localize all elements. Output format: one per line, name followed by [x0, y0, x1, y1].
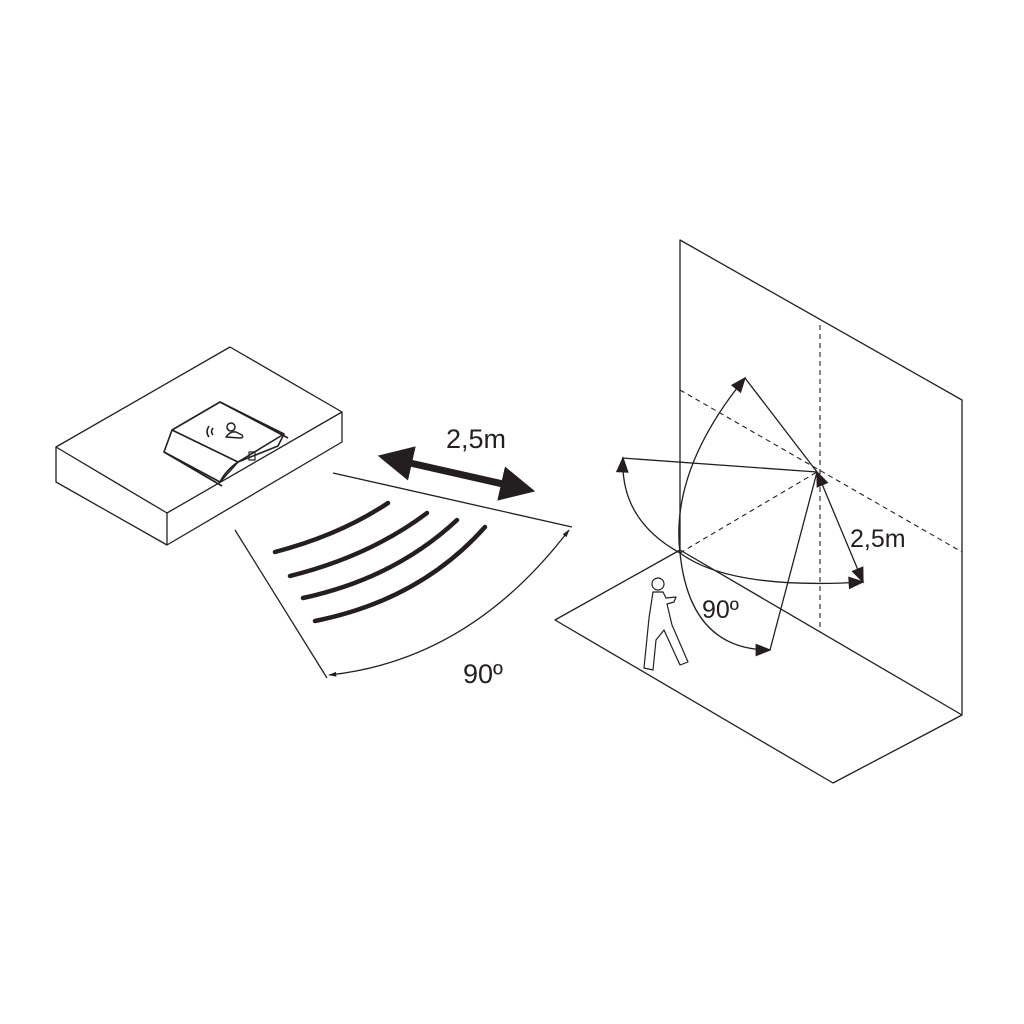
range-arrow-right [816, 470, 864, 584]
projection-guides [679, 325, 963, 630]
angle-arc-left [328, 529, 570, 677]
distance-double-arrow [377, 446, 536, 501]
arc-up [678, 376, 747, 554]
arc-left [615, 456, 681, 554]
arc-down [679, 552, 772, 657]
walking-person-icon [643, 577, 689, 671]
cabinet-box [55, 346, 343, 546]
left-distance-label: 2,5m [446, 424, 506, 454]
motion-sensor-device [163, 401, 289, 487]
left-detection-field [234, 472, 573, 679]
room-wall-floor [554, 239, 963, 784]
person-sensor-icon [206, 422, 244, 439]
detection-cone [615, 376, 865, 657]
left-angle-label: 90º [463, 659, 503, 689]
right-distance-label: 2,5m [850, 525, 906, 553]
sensing-waves [272, 500, 488, 624]
right-angle-label: 90º [702, 596, 739, 624]
arc-right [679, 552, 865, 590]
